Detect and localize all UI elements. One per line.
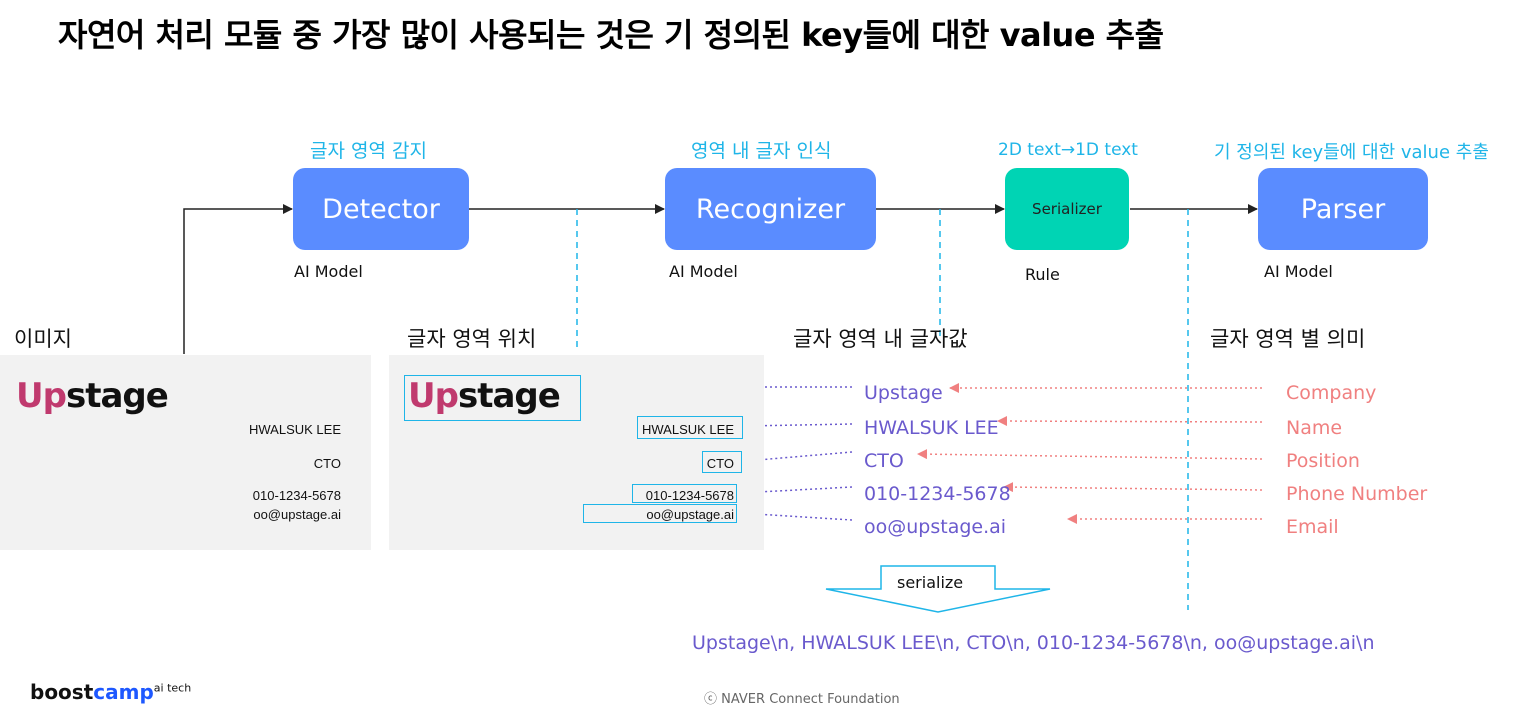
recognizer-box: Recognizer bbox=[665, 168, 876, 250]
detector-label: Detector bbox=[322, 193, 440, 225]
image-to-detector-arrow bbox=[183, 204, 293, 354]
card-name-detected: HWALSUK LEE bbox=[642, 422, 734, 437]
parser-box: Parser bbox=[1258, 168, 1428, 250]
value-phone: 010-1234-5678 bbox=[864, 483, 1011, 505]
detector-type: AI Model bbox=[294, 262, 363, 281]
key-phone: Phone Number bbox=[1286, 483, 1428, 505]
section-image-label: 이미지 bbox=[14, 327, 72, 351]
card-email-detected: oo@upstage.ai bbox=[646, 507, 734, 522]
card-email: oo@upstage.ai bbox=[253, 507, 341, 522]
serializer-caption: 2D text→1D text bbox=[998, 140, 1138, 160]
copyright-text: ⓒ NAVER Connect Foundation bbox=[704, 692, 900, 707]
bbox-email bbox=[583, 504, 737, 523]
slide-title: 자연어 처리 모듈 중 가장 많이 사용되는 것은 기 정의된 key들에 대한… bbox=[58, 16, 1164, 54]
value-company: Upstage bbox=[864, 382, 943, 404]
value-arrow-4 bbox=[739, 486, 853, 498]
parser-caption: 기 정의된 key들에 대한 value 추출 bbox=[1214, 142, 1489, 163]
serialize-arrow-shape bbox=[825, 565, 1051, 613]
serializer-type: Rule bbox=[1025, 265, 1060, 284]
detector-caption: 글자 영역 감지 bbox=[310, 140, 427, 162]
section-meaning-label: 글자 영역 별 의미 bbox=[1210, 327, 1366, 351]
card-name: HWALSUK LEE bbox=[249, 422, 341, 437]
value-position: CTO bbox=[864, 450, 904, 472]
value-email: oo@upstage.ai bbox=[864, 516, 1007, 538]
card-phone-detected: 010-1234-5678 bbox=[645, 488, 734, 503]
serializer-label: Serializer bbox=[1032, 200, 1102, 218]
parser-type: AI Model bbox=[1264, 262, 1333, 281]
card-title-detected: CTO bbox=[706, 456, 734, 471]
key-email: Email bbox=[1286, 516, 1339, 538]
section-position-label: 글자 영역 위치 bbox=[407, 327, 537, 351]
upstage-logo: Upstage bbox=[16, 376, 169, 416]
serialize-label: serialize bbox=[897, 573, 964, 592]
detector-box: Detector bbox=[293, 168, 469, 250]
value-arrow-5 bbox=[739, 508, 853, 521]
key-company: Company bbox=[1286, 382, 1377, 404]
boostcamp-logo: boostcampai tech bbox=[30, 680, 192, 704]
business-card-original: Upstage HWALSUK LEE CTO 010-1234-5678 oo… bbox=[0, 355, 371, 550]
recognizer-type: AI Model bbox=[669, 262, 738, 281]
recognizer-caption: 영역 내 글자 인식 bbox=[691, 140, 832, 162]
upstage-logo-detected: Upstage bbox=[408, 376, 561, 416]
bbox-name bbox=[637, 416, 743, 439]
business-card-detected: Upstage HWALSUK LEE CTO 010-1234-5678 oo… bbox=[389, 355, 764, 550]
key-arrow-2 bbox=[997, 416, 1263, 427]
section-text-label: 글자 영역 내 글자값 bbox=[793, 327, 968, 351]
recognizer-label: Recognizer bbox=[695, 193, 846, 225]
key-position: Position bbox=[1286, 450, 1360, 472]
bbox-title bbox=[702, 451, 742, 473]
key-name: Name bbox=[1286, 417, 1343, 439]
card-phone: 010-1234-5678 bbox=[252, 488, 341, 503]
value-name: HWALSUK LEE bbox=[864, 417, 999, 439]
serialized-output: Upstage\n, HWALSUK LEE\n, CTO\n, 010-123… bbox=[692, 632, 1375, 654]
card-title: CTO bbox=[313, 456, 341, 471]
key-arrow-3 bbox=[917, 449, 1263, 460]
bbox-logo bbox=[404, 375, 581, 421]
parser-label: Parser bbox=[1300, 193, 1386, 225]
serializer-box: Serializer bbox=[1005, 168, 1129, 250]
key-arrow-4 bbox=[1003, 482, 1263, 493]
bbox-phone bbox=[632, 484, 737, 503]
